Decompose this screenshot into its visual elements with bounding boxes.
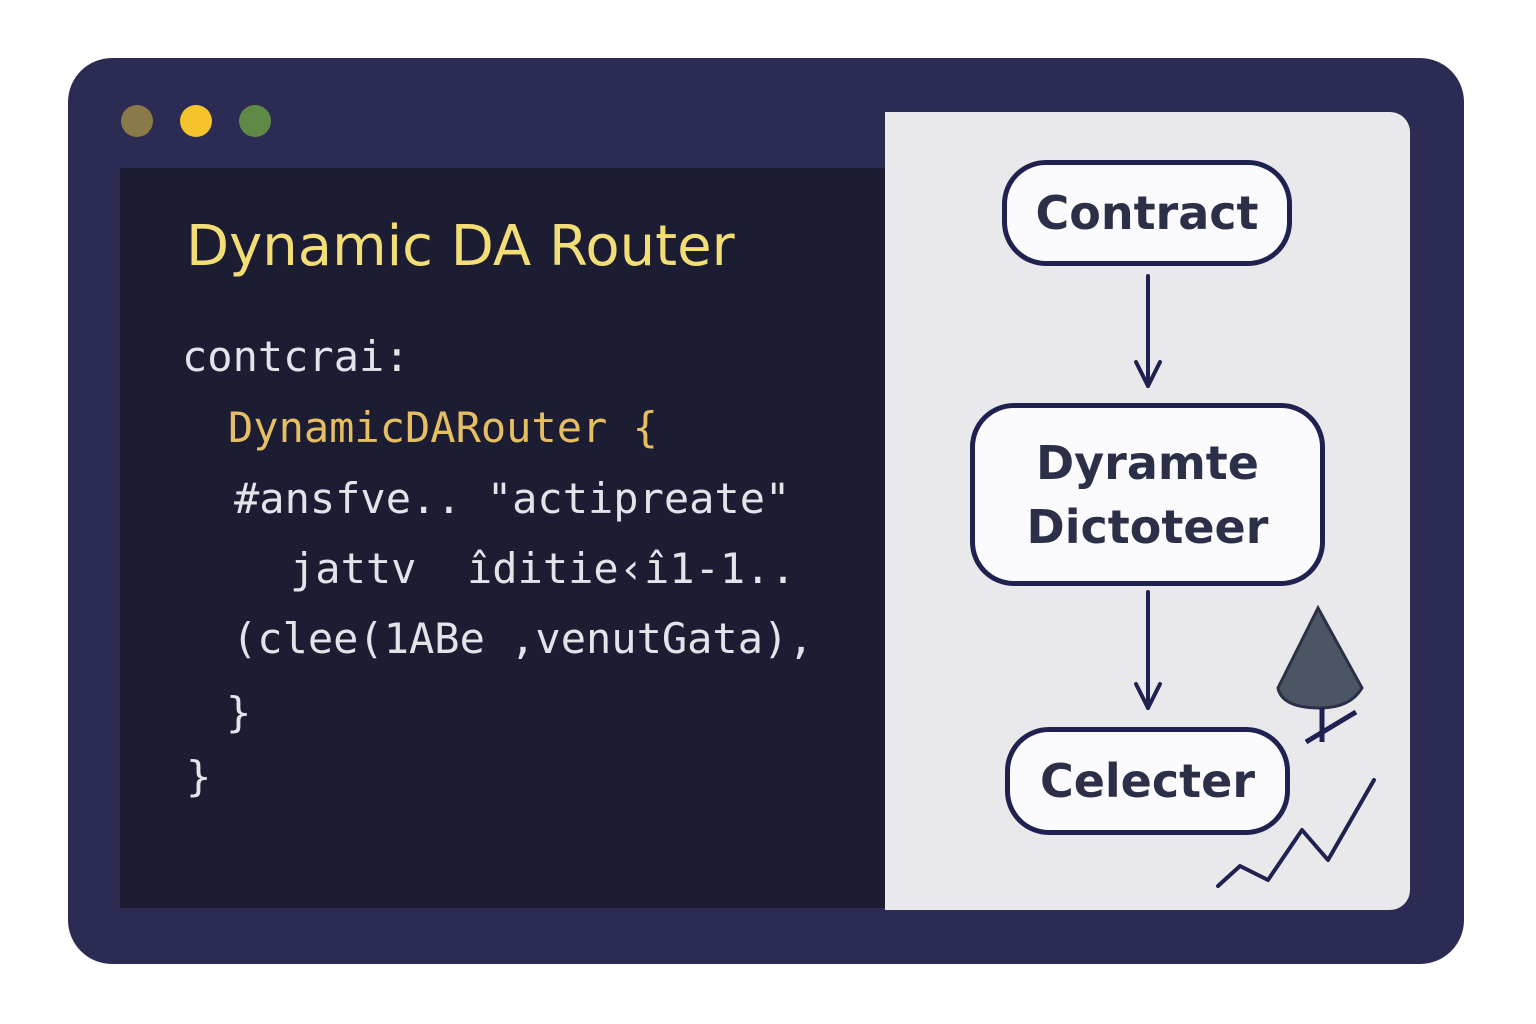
diagram-node-dictoteer: Dyramte Dictoteer bbox=[970, 403, 1325, 586]
diagram-node-contract: Contract bbox=[1002, 160, 1292, 266]
window-minimize-button[interactable] bbox=[180, 105, 212, 137]
code-title: Dynamic DA Router bbox=[186, 214, 735, 279]
code-line: jattv îditie‹î1-1.. bbox=[290, 544, 796, 593]
arrow-down-icon bbox=[1134, 274, 1162, 388]
arrow-down-icon bbox=[1134, 590, 1162, 710]
code-line: (clee(1ABe ,venutGata), bbox=[232, 614, 814, 663]
code-line: } bbox=[186, 752, 212, 801]
code-line: } bbox=[226, 688, 252, 737]
code-line: #ansfve.. "actipreate" bbox=[234, 474, 791, 523]
code-panel bbox=[120, 168, 885, 908]
diagram-node-celecter: Celecter bbox=[1005, 727, 1290, 835]
tree-icon bbox=[1276, 604, 1364, 745]
trend-line-icon bbox=[1216, 778, 1376, 888]
window-close-button[interactable] bbox=[121, 105, 153, 137]
code-line: contcrai: bbox=[182, 332, 410, 381]
code-line: DynamicDARouter { bbox=[228, 403, 658, 452]
window-maximize-button[interactable] bbox=[239, 105, 271, 137]
